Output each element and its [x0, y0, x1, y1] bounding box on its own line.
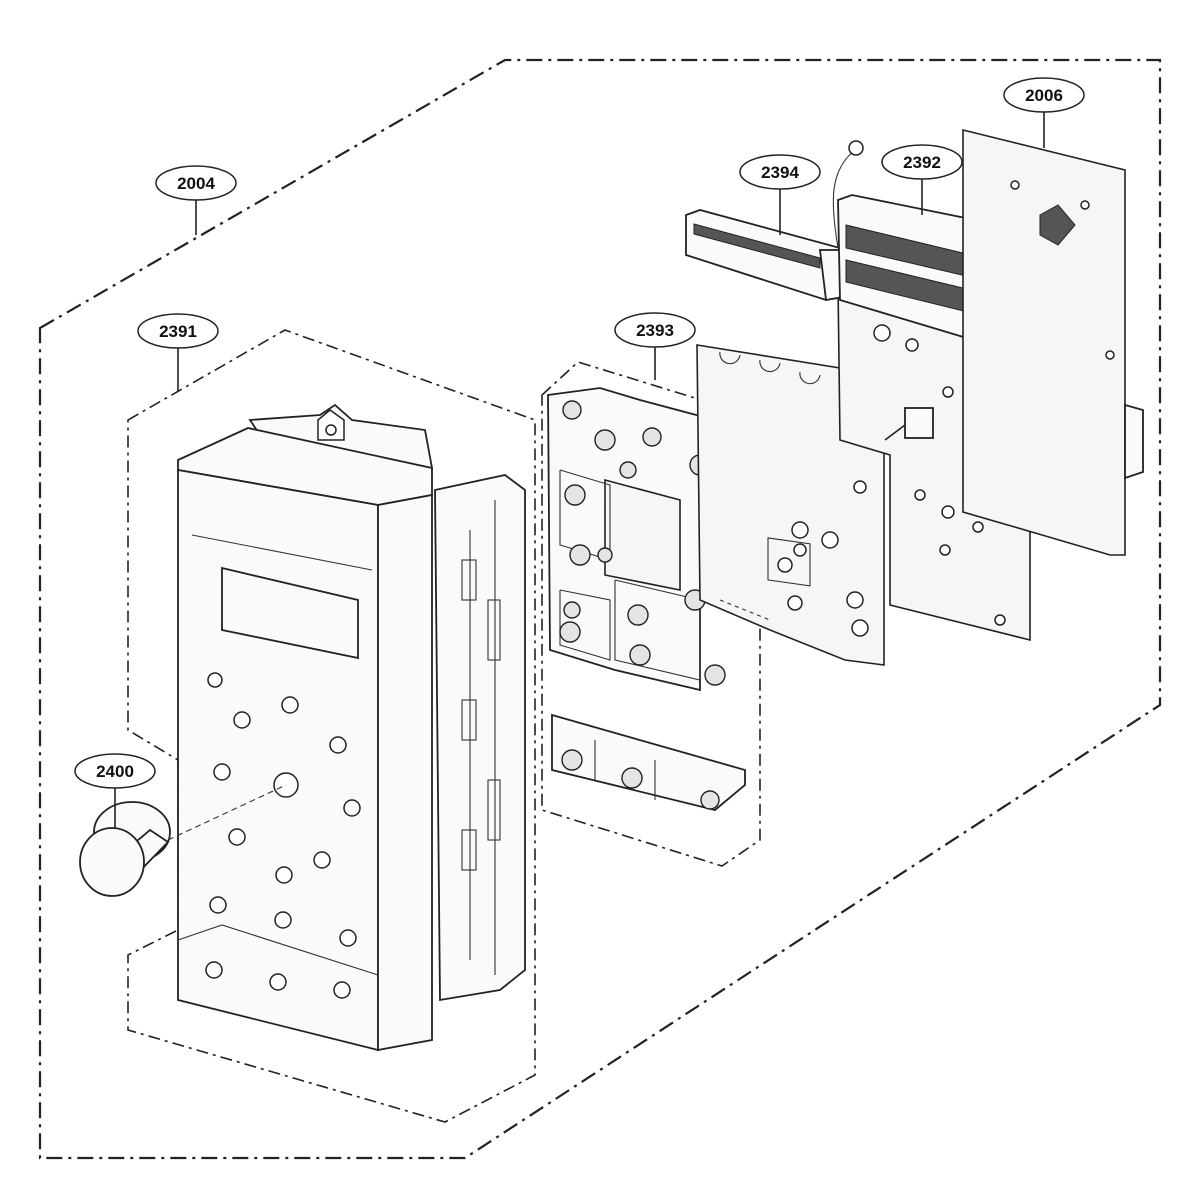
callout-2391: 2391: [137, 313, 219, 392]
callout-label-2394: 2394: [761, 163, 799, 182]
front-button-holes: [205, 672, 361, 999]
callout-2393: 2393: [614, 312, 696, 380]
callout-label-2006: 2006: [1025, 86, 1063, 105]
back-board-holes: [1010, 180, 1115, 360]
assembly-2393-boundary: [541, 361, 761, 867]
button-holder-2393: [547, 387, 746, 811]
callout-2006: 2006: [1003, 77, 1085, 148]
pcb-holes: [777, 480, 869, 637]
callout-2004: 2004: [155, 165, 237, 235]
control-panel-front: [177, 403, 526, 1052]
callout-label-2400: 2400: [96, 762, 134, 781]
intermediate-pcb: [696, 344, 885, 666]
callout-label-2004: 2004: [177, 174, 215, 193]
callout-label-2391: 2391: [159, 322, 197, 341]
callout-2394: 2394: [739, 154, 821, 235]
callout-label-2393: 2393: [636, 321, 674, 340]
callout-label-2392: 2392: [903, 153, 941, 172]
callout-2392: 2392: [881, 144, 963, 215]
assembly-2004-boundary: [38, 58, 1162, 1160]
knob-2400: [79, 784, 287, 897]
back-board-2006: [962, 128, 1144, 556]
callout-2400: 2400: [74, 753, 156, 828]
assembly-2391-boundary: [127, 329, 536, 1123]
